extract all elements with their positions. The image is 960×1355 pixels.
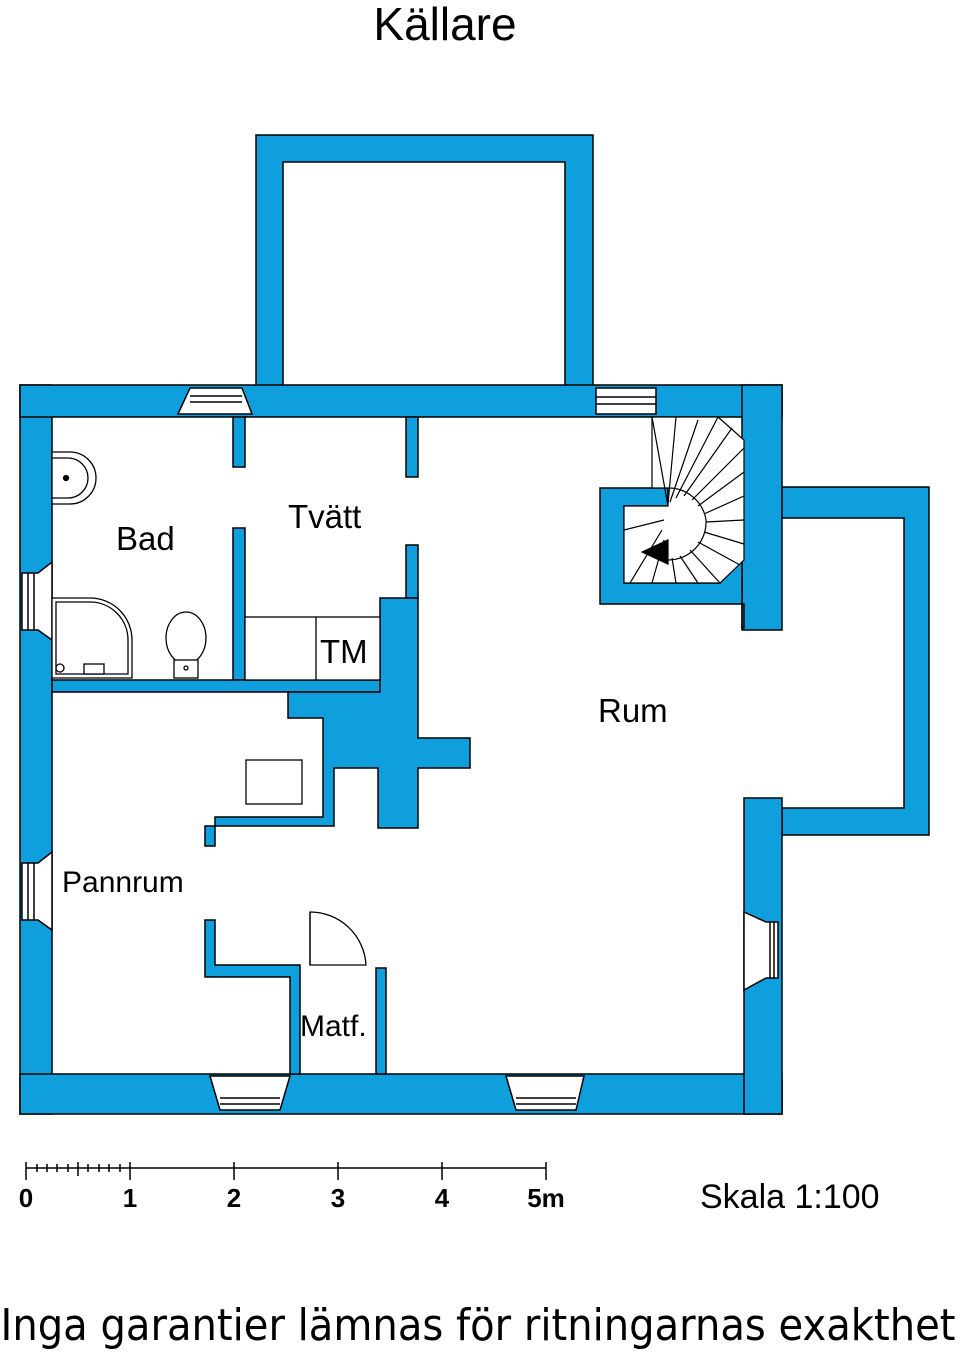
toilet-icon (165, 611, 207, 665)
right-wing-wall (781, 486, 930, 836)
bench (244, 616, 381, 681)
bath-fixtures (51, 451, 207, 679)
stair-arrow (640, 539, 669, 565)
partition-bad-tvatt-upper (232, 416, 246, 468)
room-label-matf: Matf. (300, 1010, 367, 1043)
plan-title: Källare (373, 0, 516, 50)
outer-wall-top (19, 384, 783, 418)
boiler-icon (245, 759, 303, 805)
window-top-left (176, 387, 254, 415)
annex-wall (255, 134, 594, 387)
scale-bar (25, 1162, 547, 1180)
windows (21, 387, 779, 1111)
window-top-right (595, 387, 657, 415)
scale-tick-0: 0 (19, 1183, 33, 1213)
window-left-lower (21, 850, 53, 932)
window-bottom-left (208, 1075, 292, 1111)
partition-tvatt-rum-upper (405, 416, 419, 478)
window-right (743, 910, 779, 992)
scale-tick-3: 3 (331, 1183, 345, 1213)
matf-wall-left (204, 919, 301, 1075)
room-label-tm: TM (320, 633, 368, 670)
room-label-rum: Rum (598, 692, 668, 729)
partition-horizontal (51, 679, 383, 693)
window-bottom-right (504, 1075, 585, 1111)
chimney-block (204, 597, 471, 847)
scale-label: Skala 1:100 (700, 1178, 880, 1216)
shower-icon (51, 597, 133, 679)
window-left-upper (21, 560, 53, 642)
partition-bad-tvatt-lower (232, 527, 246, 681)
outer-wall-left (19, 384, 53, 1115)
room-label-bad: Bad (116, 520, 175, 557)
partition-tvatt-rum-lower (405, 544, 419, 599)
walls (19, 134, 930, 1115)
room-label-tvatt: Tvätt (288, 498, 361, 535)
stair-outline (623, 416, 745, 584)
scale-tick-2: 2 (227, 1183, 241, 1213)
laundry-bench (244, 616, 381, 681)
matf-wall-right (375, 967, 387, 1075)
sink-icon (51, 451, 97, 505)
room-label-pannrum: Pannrum (62, 866, 184, 899)
scale-tick-4: 4 (435, 1183, 450, 1213)
spiral-stair (623, 416, 745, 584)
outer-wall-bottom (19, 1073, 783, 1115)
scale-tick-5: 5m (527, 1183, 565, 1213)
matf-door-icon (309, 911, 367, 966)
outer-wall-right-upper (741, 384, 783, 631)
scale-tick-1: 1 (123, 1183, 137, 1213)
disclaimer: Inga garantier lämnas för ritningarnas e… (1, 1300, 956, 1351)
